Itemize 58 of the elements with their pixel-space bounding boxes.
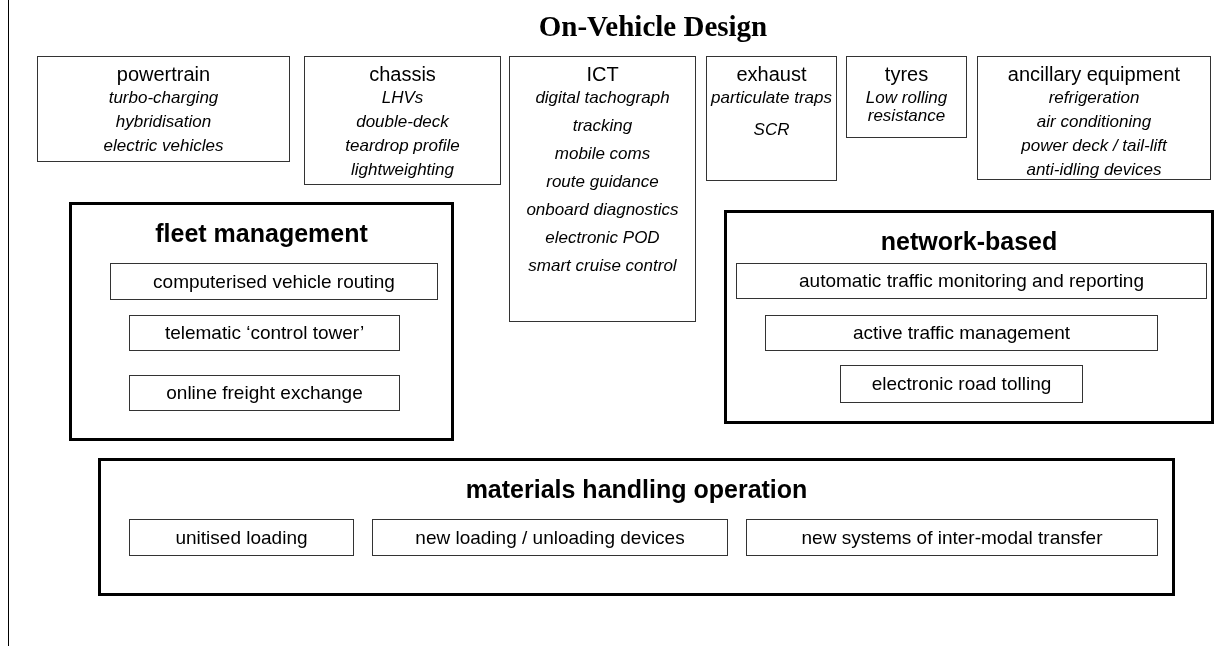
item-text: active traffic management	[852, 322, 1071, 344]
item-text: particulate traps	[711, 89, 832, 107]
category-box	[840, 365, 1083, 403]
group-heading: network-based	[880, 227, 1058, 255]
item-text: SCR	[753, 121, 790, 139]
box-heading: ICT	[586, 63, 619, 85]
category-box	[765, 315, 1158, 351]
item-text: turbo-charging	[108, 89, 219, 107]
group-heading: fleet management	[155, 219, 368, 247]
category-box	[129, 375, 400, 411]
item-text: new systems of inter-modal transfer	[801, 526, 1103, 549]
category-box	[706, 56, 837, 181]
category-box	[129, 519, 354, 556]
item-text: new loading / unloading devices	[415, 526, 685, 549]
category-box	[304, 56, 501, 185]
item-text: double-deck	[356, 113, 449, 131]
item-text: anti-idling devices	[1026, 161, 1162, 179]
item-text: telematic ‘control tower’	[164, 322, 365, 344]
box-heading: exhaust	[736, 63, 807, 85]
item-text: hybridisation	[115, 113, 212, 131]
item-text: smart cruise control	[528, 257, 677, 275]
group-panel	[69, 202, 454, 441]
item-text: Low rolling resistance	[864, 89, 949, 125]
group-panel	[98, 458, 1175, 596]
item-text: digital tachograph	[535, 89, 670, 107]
group-panel	[724, 210, 1214, 424]
item-text: power deck / tail-lift	[1021, 137, 1167, 155]
item-text: electronic road tolling	[871, 373, 1052, 395]
item-text: teardrop profile	[345, 137, 460, 155]
category-box	[129, 315, 400, 351]
box-heading: chassis	[369, 63, 436, 85]
item-text: LHVs	[381, 89, 424, 107]
item-text: electric vehicles	[103, 137, 224, 155]
item-text: refrigeration	[1048, 89, 1140, 107]
box-heading: powertrain	[116, 63, 211, 85]
box-heading: ancillary equipment	[1007, 63, 1181, 85]
item-text: onboard diagnostics	[526, 201, 679, 219]
item-text: tracking	[572, 117, 633, 135]
group-heading: materials handling operation	[465, 475, 808, 503]
item-text: electronic POD	[545, 229, 660, 247]
box-heading: tyres	[884, 63, 929, 85]
item-text: mobile coms	[554, 145, 651, 163]
category-box	[746, 519, 1158, 556]
category-box	[509, 56, 696, 322]
item-text: route guidance	[546, 173, 659, 191]
category-box	[736, 263, 1207, 299]
item-text: automatic traffic monitoring and reporting	[799, 270, 1144, 292]
category-box	[977, 56, 1211, 180]
category-box	[372, 519, 728, 556]
category-box	[110, 263, 438, 300]
item-text: computerised vehicle routing	[153, 270, 395, 293]
category-box	[846, 56, 967, 138]
diagram-title: On-Vehicle Design	[537, 10, 769, 43]
item-text: air conditioning	[1036, 113, 1152, 131]
item-text: unitised loading	[175, 526, 308, 549]
category-box	[37, 56, 290, 162]
item-text: online freight exchange	[166, 382, 363, 404]
item-text: lightweighting	[351, 161, 454, 179]
